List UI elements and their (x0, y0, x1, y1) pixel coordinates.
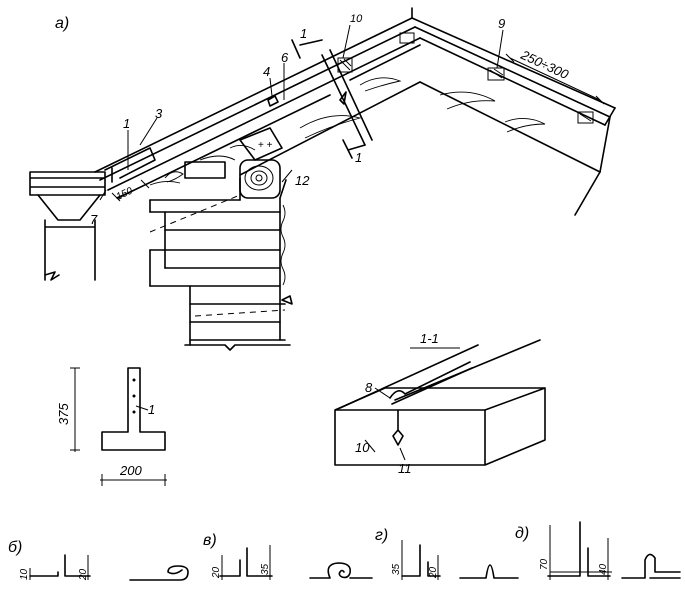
bracket-callout-1: 1 (148, 402, 155, 417)
svg-text:40: 40 (598, 563, 609, 575)
part-a-label: а) (55, 15, 69, 32)
seam-b: б) 10 20 (8, 539, 189, 581)
callout-7-lower: 7 (90, 212, 98, 227)
bracket-dim-width: 200 (119, 463, 142, 478)
svg-text:35: 35 (391, 563, 402, 575)
callout-10: 10 (350, 13, 363, 25)
svg-text:+ +: + + (258, 140, 273, 151)
section-callout-11: 11 (398, 461, 412, 476)
section-callout-10: 10 (355, 440, 370, 455)
callout-3: 1 (123, 116, 130, 131)
bracket-detail: 1 375 200 (56, 367, 167, 486)
dim-eave: 150 (115, 186, 135, 203)
seam-d-label: д) (515, 525, 529, 542)
svg-text:35: 35 (260, 563, 271, 575)
section-mark-top: 1 (300, 26, 307, 41)
section-mark-bottom: 1 (355, 150, 362, 165)
seam-v-label: в) (203, 532, 217, 549)
section-callout-8: 8 (365, 380, 373, 395)
svg-text:70: 70 (539, 558, 550, 570)
seam-g: г) 35 20 (375, 527, 519, 580)
section-title: 1-1 (420, 331, 439, 346)
callout-12: 12 (295, 173, 310, 188)
svg-text:20: 20 (428, 566, 439, 579)
seam-v: в) 20 35 (203, 532, 373, 580)
roof-section: 1 1 + + 150 250÷300 1 3 (29, 7, 616, 351)
callout-9: 9 (498, 16, 505, 31)
svg-text:20: 20 (78, 568, 89, 581)
callout-7: 6 (281, 50, 289, 65)
svg-text:20: 20 (211, 566, 222, 579)
seam-b-label: б) (8, 539, 22, 556)
callout-6: 4 (263, 64, 270, 79)
bracket-dim-height: 375 (56, 403, 71, 425)
callout-4: 3 (155, 106, 163, 121)
section-1-1: 1-1 8 10 11 (334, 331, 546, 476)
seam-g-label: г) (375, 527, 388, 544)
svg-text:10: 10 (19, 568, 30, 580)
seam-d: д) 70 40 (515, 521, 681, 580)
